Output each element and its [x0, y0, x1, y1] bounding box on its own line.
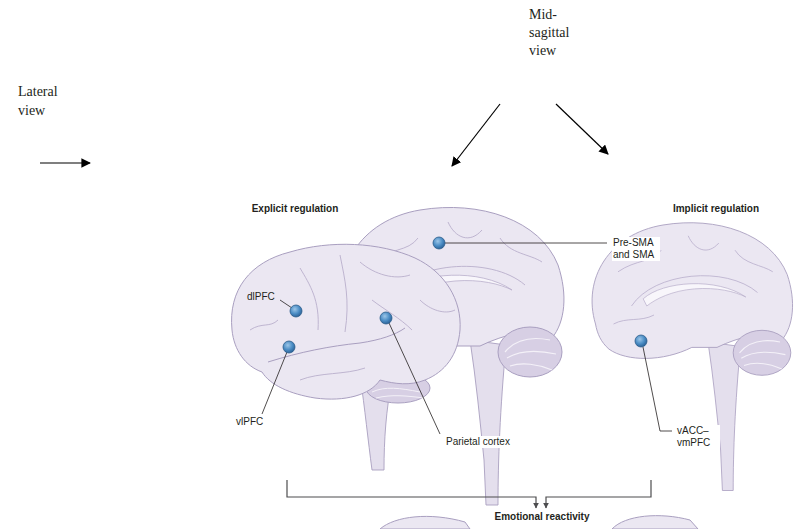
region-label: dlPFC [246, 291, 276, 303]
view-arrow [452, 104, 500, 166]
leader-line [643, 347, 672, 431]
view-arrows [40, 104, 608, 166]
region-dots [283, 237, 647, 353]
region-label: vACC– vmPFC [676, 425, 720, 449]
result-heading: Emotional reactivity [481, 511, 603, 523]
view-note: Lateral view [17, 82, 69, 120]
leader-line [445, 243, 607, 244]
lateral-brain [232, 244, 461, 470]
region-dot [433, 237, 445, 249]
leader-line [280, 300, 292, 308]
panel-heading: Implicit regulation [655, 203, 777, 215]
implicit-sagittal-brain [592, 223, 792, 491]
view-note: Mid- sagittal view [528, 6, 582, 60]
panel-heading: Explicit regulation [234, 203, 356, 215]
region-dot [283, 341, 295, 353]
region-label: Pre-SMA and SMA [612, 237, 660, 261]
leader-line [389, 323, 440, 434]
bracket-line [546, 480, 651, 508]
leader-lines [262, 243, 672, 434]
view-arrow [40, 162, 90, 163]
bracket-line [287, 480, 536, 508]
region-dot [635, 335, 647, 347]
region-dot [290, 305, 302, 317]
region-dot [380, 312, 392, 324]
leader-line [262, 352, 287, 414]
view-arrow [556, 104, 608, 154]
region-label: Parietal cortex [445, 436, 511, 448]
merge-bracket [287, 480, 651, 508]
region-label: vlPFC [235, 416, 264, 428]
